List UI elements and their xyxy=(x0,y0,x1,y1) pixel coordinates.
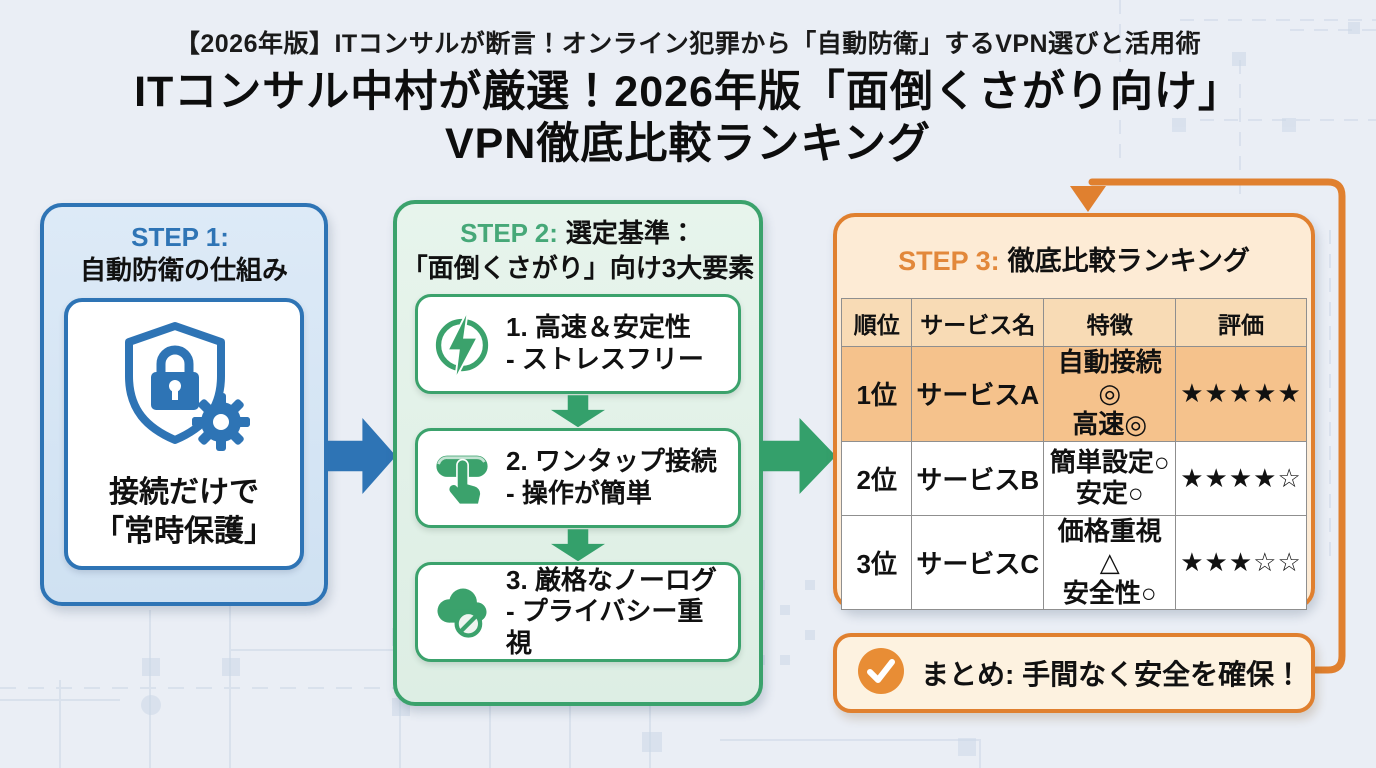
criteria-no-log-title: 3. 厳格なノーログ xyxy=(506,564,717,595)
shield-lock-gear-icon xyxy=(109,318,259,463)
rank1-rating: ★★★★★ xyxy=(1175,346,1307,442)
step3-box: STEP 3:徹底比較ランキング 順位 サービス名 特徴 評価 1位 サービスA… xyxy=(833,213,1315,611)
step3-label: STEP 3: xyxy=(898,246,1000,276)
vpn-ranking-table: 順位 サービス名 特徴 評価 1位 サービスA 自動接続◎ 高速◎ ★★★★★ xyxy=(841,298,1307,611)
rank1-feature-line1: 自動接続◎ xyxy=(1057,347,1162,409)
page-title-line2: VPN徹底比較ランキング xyxy=(444,120,932,169)
step1-title: 自動防衛の仕組み xyxy=(79,254,288,285)
rank2-feature-line2: 安定○ xyxy=(1075,478,1144,509)
header-rank: 順位 xyxy=(841,298,913,347)
criteria-one-tap-text: 2. ワンタップ接続 - 操作が簡単 xyxy=(506,446,717,509)
one-tap-icon xyxy=(428,446,496,510)
step1-caption-line1: 接続だけで xyxy=(109,475,259,509)
rank3-rating: ★★★☆☆ xyxy=(1175,514,1307,611)
rank1-feature: 自動接続◎ 高速◎ xyxy=(1043,346,1177,442)
check-circle-icon xyxy=(857,647,905,700)
table-row-rank1: 1位 サービスA 自動接続◎ 高速◎ ★★★★★ xyxy=(841,346,1307,442)
rank1-feature-line2: 高速◎ xyxy=(1072,409,1148,440)
step2-title-line2: 「面倒くさがり」向け3大要素 xyxy=(401,253,755,284)
header-service: サービス名 xyxy=(911,298,1045,347)
criteria-speed-subtitle: - ストレスフリー xyxy=(506,344,704,375)
step2-label: STEP 2: xyxy=(460,218,558,248)
page-title: ITコンサル中村が厳選！2026年版「面倒くさがり向け」 VPN徹底比較ランキン… xyxy=(0,66,1376,171)
criteria-no-log-text: 3. 厳格なノーログ - プライバシー重視 xyxy=(506,565,728,660)
table-row-rank2: 2位 サービスB 簡単設定○ 安定○ ★★★★☆ xyxy=(841,440,1307,516)
step1-caption-line2: 「常時保護」 xyxy=(94,514,274,548)
criteria-speed-title: 1. 高速＆安定性 xyxy=(506,312,691,343)
criteria-one-tap-title: 2. ワンタップ接続 xyxy=(506,446,717,477)
rank3-rank: 3位 xyxy=(841,514,913,611)
criteria-card-no-log: 3. 厳格なノーログ - プライバシー重視 xyxy=(415,562,741,663)
arrow-step1-to-step2 xyxy=(326,418,396,494)
step1-label: STEP 1: xyxy=(131,222,229,252)
table-header-row: 順位 サービス名 特徴 評価 xyxy=(841,298,1307,347)
rank3-service: サービスC xyxy=(911,514,1045,611)
rank3-feature-line2: 安全性○ xyxy=(1062,577,1157,608)
step1-caption: 接続だけで 「常時保護」 xyxy=(94,473,274,551)
summary-text: まとめ: 手間なく安全を確保！ xyxy=(921,659,1303,690)
table-row-rank3: 3位 サービスC 価格重視△ 安全性○ ★★★☆☆ xyxy=(841,514,1307,611)
page-title-line1: ITコンサル中村が厳選！2026年版「面倒くさがり向け」 xyxy=(134,68,1242,116)
step3-header: STEP 3:徹底比較ランキング xyxy=(837,217,1311,278)
rank1-service: サービスA xyxy=(911,346,1045,442)
lightning-circle-icon xyxy=(428,312,496,377)
step3-title: 徹底比較ランキング xyxy=(1007,246,1250,276)
step2-box: STEP 2:選定基準： 「面倒くさがり」向け3大要素 1. 高速＆安定性 - … xyxy=(393,200,763,706)
criteria-one-tap-subtitle: - 操作が簡単 xyxy=(506,478,652,509)
arrow-criteria-1-2 xyxy=(551,395,605,428)
header-rating: 評価 xyxy=(1175,298,1307,347)
header-feature: 特徴 xyxy=(1043,298,1177,347)
criteria-no-log-subtitle: - プライバシー重視 xyxy=(506,596,704,659)
rank2-rank: 2位 xyxy=(841,440,913,516)
rank2-service: サービスB xyxy=(911,440,1045,516)
arrow-criteria-2-3 xyxy=(551,529,605,562)
step2-header: STEP 2:選定基準： 「面倒くさがり」向け3大要素 xyxy=(397,204,759,286)
rank3-feature-line1: 価格重視△ xyxy=(1057,515,1162,577)
rank2-rating: ★★★★☆ xyxy=(1175,440,1307,516)
step1-card: 接続だけで 「常時保護」 xyxy=(64,298,304,570)
criteria-speed-text: 1. 高速＆安定性 - ストレスフリー xyxy=(506,312,704,375)
arrow-step2-to-step3 xyxy=(760,418,836,494)
rank2-feature: 簡単設定○ 安定○ xyxy=(1043,440,1177,516)
criteria-card-speed: 1. 高速＆安定性 - ストレスフリー xyxy=(415,294,741,395)
step2-title-inline: 選定基準： xyxy=(565,218,696,248)
rank3-feature: 価格重視△ 安全性○ xyxy=(1043,514,1177,611)
criteria-card-one-tap: 2. ワンタップ接続 - 操作が簡単 xyxy=(415,428,741,529)
rank1-rank: 1位 xyxy=(841,346,913,442)
summary-box: まとめ: 手間なく安全を確保！ xyxy=(833,633,1315,713)
step1-header: STEP 1: 自動防衛の仕組み xyxy=(44,207,324,286)
rank2-feature-line1: 簡単設定○ xyxy=(1049,446,1170,477)
no-log-cloud-icon xyxy=(428,580,496,644)
page-subtitle: 【2026年版】ITコンサルが断言！オンライン犯罪から「自動防衛」するVPN選び… xyxy=(174,30,1202,58)
step1-box: STEP 1: 自動防衛の仕組み xyxy=(40,203,328,606)
